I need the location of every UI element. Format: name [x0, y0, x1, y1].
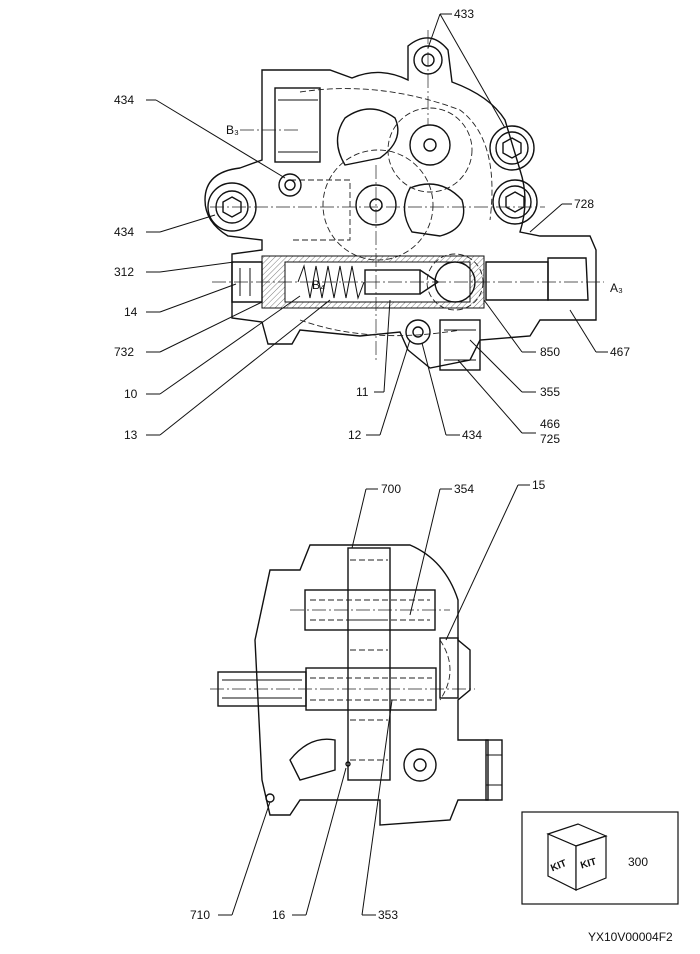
callout-710: 710: [190, 908, 210, 922]
callout-850: 850: [540, 345, 560, 359]
callout-14: 14: [124, 305, 138, 319]
port-label-a3: A₃: [610, 281, 623, 295]
kit-face-right: KIT: [579, 856, 598, 871]
kit-cube-icon: KIT KIT: [546, 823, 608, 891]
callout-355: 355: [540, 385, 560, 399]
callout-11: 11: [356, 385, 369, 399]
callout-312: 312: [114, 265, 134, 279]
callout-434-left: 434: [114, 225, 134, 239]
callout-728: 728: [574, 197, 594, 211]
callout-10: 10: [124, 387, 138, 401]
callout-353: 353: [378, 908, 398, 922]
callout-354: 354: [454, 482, 474, 496]
callout-15: 15: [532, 478, 546, 492]
top-view-drawing: [204, 30, 604, 371]
callout-732: 732: [114, 345, 134, 359]
callout-434-lower: 434: [462, 428, 482, 442]
callout-466: 466: [540, 417, 560, 431]
drawing-code: YX10V00004F2: [588, 930, 673, 944]
bolt-bottom-right-icon: [403, 748, 437, 782]
callout-725: 725: [540, 432, 560, 446]
callout-467: 467: [610, 345, 630, 359]
callout-700: 700: [381, 482, 401, 496]
shaft-center-upper-icon: [409, 124, 451, 166]
callout-13: 13: [124, 428, 138, 442]
callout-433: 433: [454, 7, 474, 21]
port-label-b3: B₃: [226, 123, 239, 137]
bottom-view-leaders: [218, 484, 530, 916]
bolt-right-lower-icon: [492, 179, 538, 225]
bottom-view-drawing: [210, 544, 503, 826]
callout-12: 12: [348, 428, 362, 442]
bolt-right-upper-icon: [489, 125, 535, 171]
bolt-434-small-icon: [278, 173, 302, 197]
port-label-b4: B₄: [312, 278, 325, 292]
kit-box: KIT KIT 300: [521, 811, 679, 905]
top-view-leaders: [146, 13, 608, 436]
callout-16: 16: [272, 908, 286, 922]
bolt-434-bottom-icon: [405, 319, 431, 345]
callout-434-upper: 434: [114, 93, 134, 107]
kit-part-number: 300: [628, 855, 648, 869]
